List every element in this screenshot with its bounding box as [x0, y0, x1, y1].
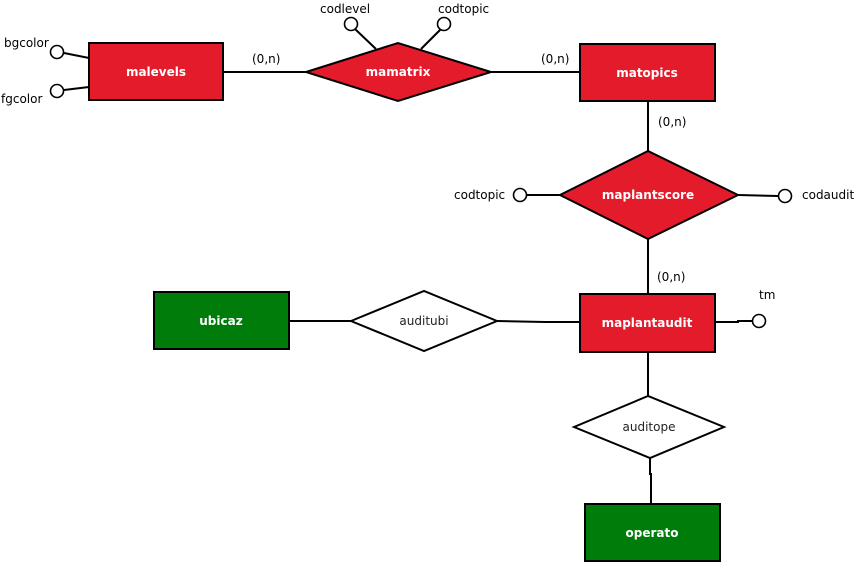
relationship-label: mamatrix: [366, 65, 431, 79]
relationship-maplantscore[interactable]: maplantscore: [557, 149, 741, 241]
attribute-circle-codtopic-left[interactable]: [512, 187, 528, 203]
edge-attr-fgcolor: [63, 86, 90, 91]
attribute-circle-codlevel[interactable]: [343, 16, 359, 32]
attribute-circle-codtopic-top[interactable]: [436, 16, 452, 32]
attribute-circle-fgcolor[interactable]: [49, 83, 65, 99]
entity-operato[interactable]: operato: [584, 503, 721, 562]
entity-label: malevels: [126, 65, 186, 79]
entity-label: matopics: [616, 66, 678, 80]
edge-attr-bgcolor: [63, 52, 90, 59]
attribute-circle-tm[interactable]: [751, 313, 767, 329]
entity-matopics[interactable]: matopics: [579, 43, 716, 102]
attribute-label-codtopic-top: codtopic: [438, 2, 489, 16]
entity-label: ubicaz: [199, 314, 242, 328]
attribute-label-bgcolor: bgcolor: [4, 36, 49, 50]
relationship-mamatrix[interactable]: mamatrix: [302, 41, 495, 103]
entity-label: operato: [626, 526, 679, 540]
entity-maplantaudit[interactable]: maplantaudit: [579, 293, 716, 353]
cardinality-mamatrix-matopics: (0,n): [541, 52, 569, 66]
relationship-auditope[interactable]: auditope: [571, 394, 727, 460]
attribute-label-codlevel: codlevel: [320, 2, 370, 16]
entity-malevels[interactable]: malevels: [88, 42, 224, 101]
edge-attr-codaudit: [737, 194, 779, 197]
relationship-label: auditope: [623, 420, 676, 434]
edge-attr-tm: [715, 320, 752, 323]
attribute-label-tm: tm: [759, 288, 775, 302]
attribute-label-codtopic-left: codtopic: [454, 188, 505, 202]
attribute-circle-codaudit[interactable]: [777, 188, 793, 204]
cardinality-maplantscore-maplantaudit: (0,n): [657, 270, 685, 284]
edge-auditubi-maplantaudit: [496, 320, 580, 323]
relationship-auditubi[interactable]: auditubi: [348, 289, 500, 353]
edge-attr-codlevel: [354, 28, 377, 50]
entity-label: maplantaudit: [602, 316, 693, 330]
relationship-label: maplantscore: [602, 188, 694, 202]
attribute-circle-bgcolor[interactable]: [49, 44, 65, 60]
relationship-label: auditubi: [399, 314, 448, 328]
attribute-label-fgcolor: fgcolor: [1, 92, 42, 106]
cardinality-malevels-mamatrix: (0,n): [252, 52, 280, 66]
entity-ubicaz[interactable]: ubicaz: [153, 291, 290, 350]
cardinality-matopics-maplantscore: (0,n): [658, 115, 686, 129]
attribute-label-codaudit: codaudit: [802, 188, 854, 202]
edge-attr-codtopic-top: [420, 28, 442, 50]
edge-auditope-operato: [649, 458, 652, 504]
